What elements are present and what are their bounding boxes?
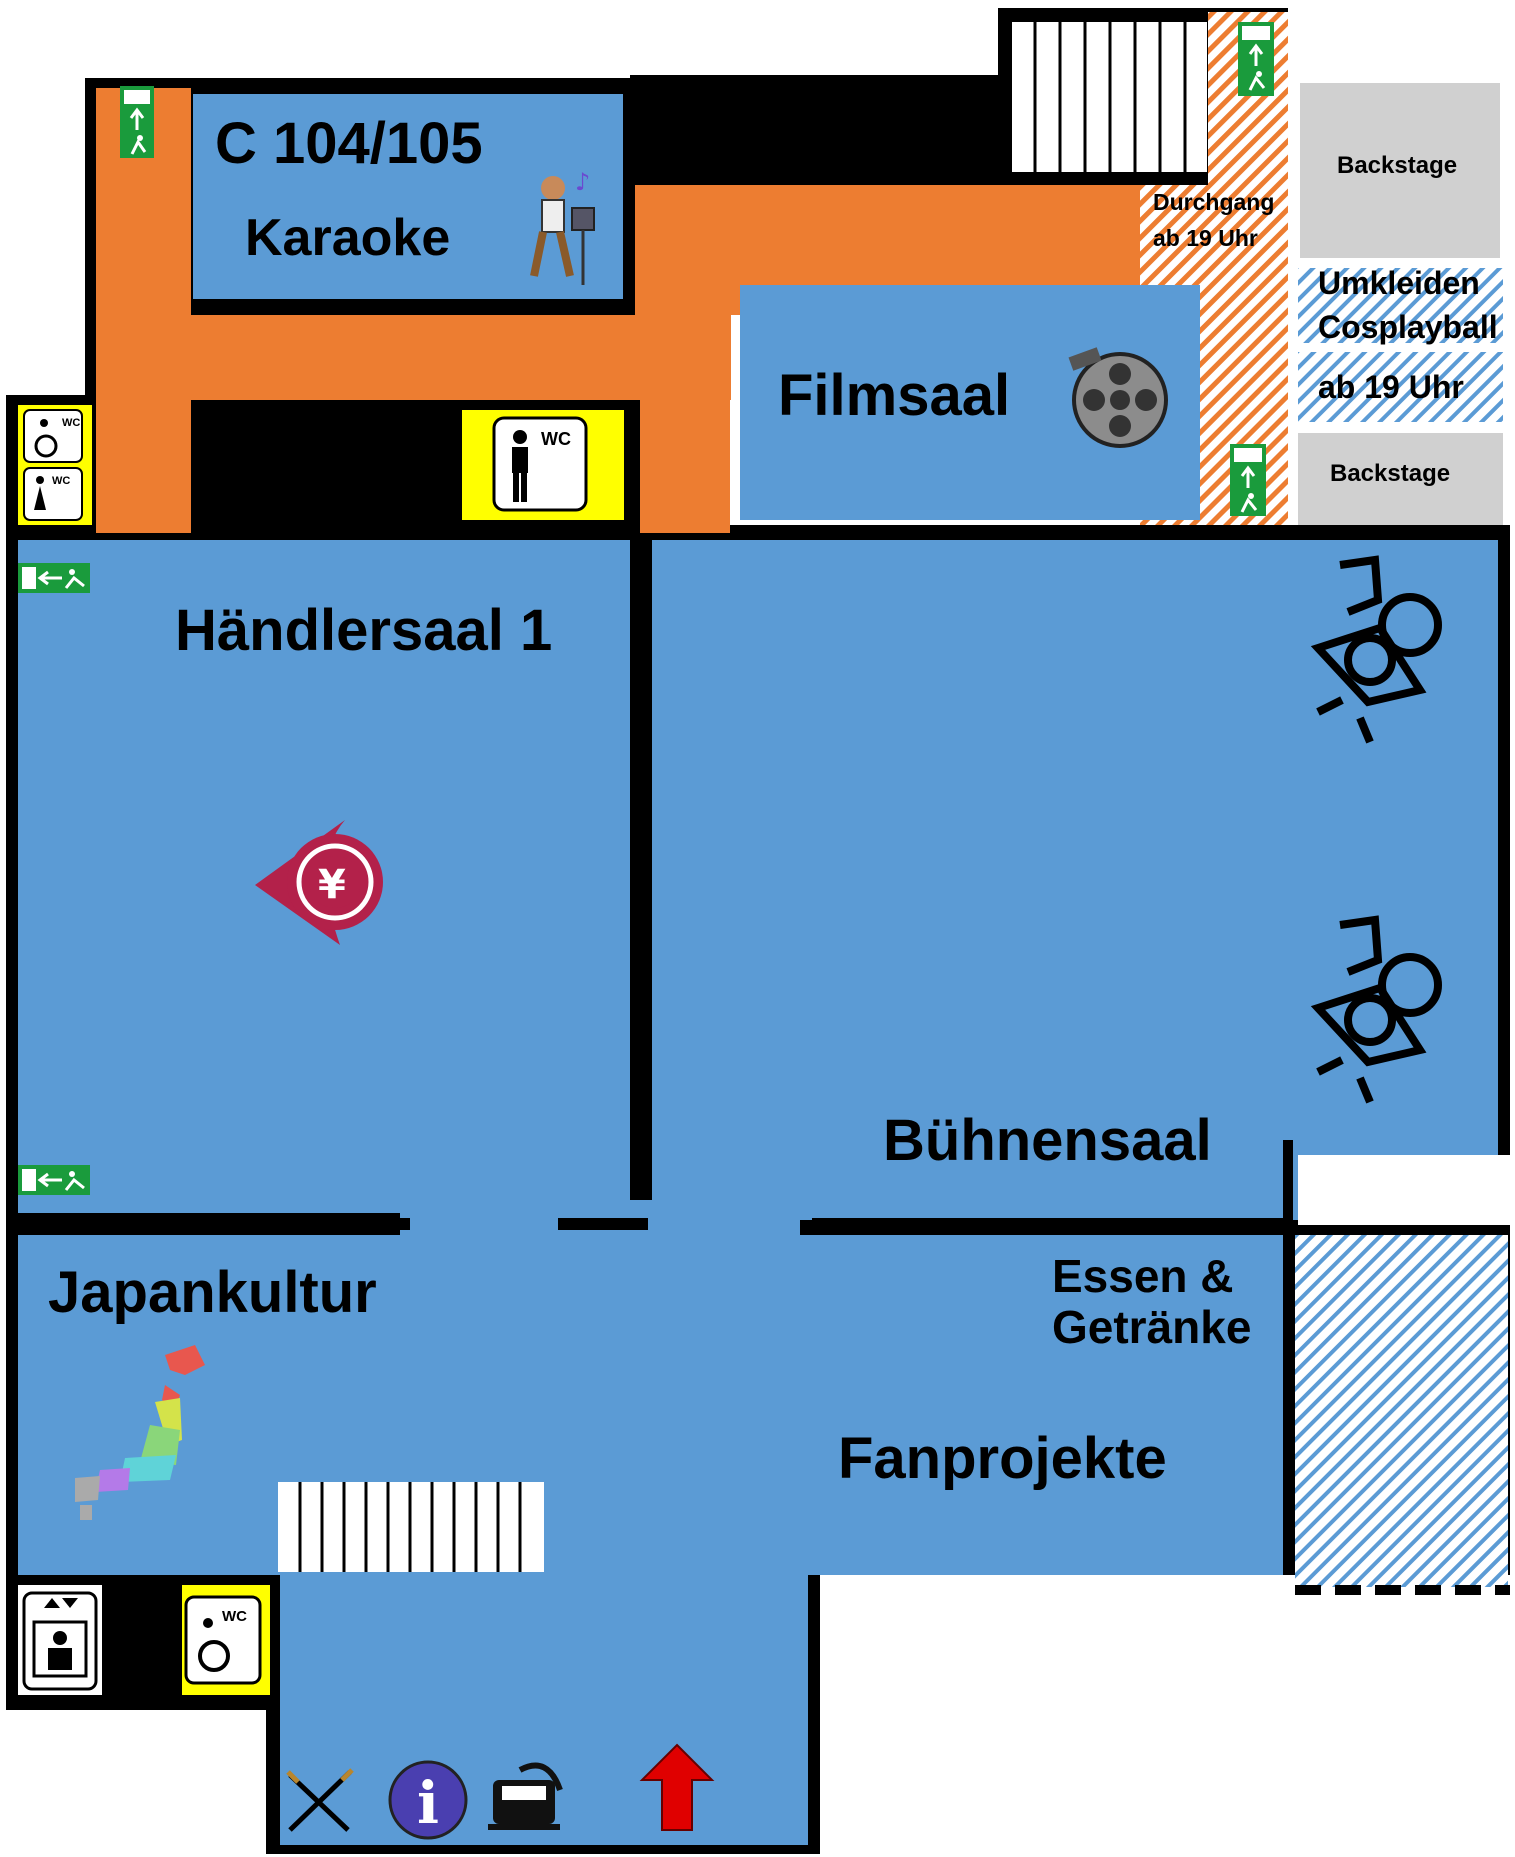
backstage-top-label: Backstage bbox=[1337, 152, 1457, 179]
svg-text:WC: WC bbox=[62, 417, 80, 429]
svg-text:♪: ♪ bbox=[575, 168, 590, 196]
emergency-exit-icon bbox=[120, 86, 154, 158]
wall-segment bbox=[558, 1218, 648, 1230]
japan-map-icon bbox=[75, 1345, 205, 1520]
outside-area-bottom-right bbox=[822, 1590, 1515, 1857]
emergency-exit-icon bbox=[18, 1165, 90, 1195]
outside-area-right bbox=[1298, 1155, 1515, 1225]
karaoke-room-code: C 104/105 bbox=[215, 111, 483, 176]
japankultur-label: Japankultur bbox=[48, 1260, 377, 1325]
stage-spotlight-icon bbox=[1310, 555, 1442, 744]
fanprojekte-label: Fanprojekte bbox=[838, 1426, 1167, 1491]
stairs-top bbox=[1012, 22, 1207, 172]
stairs-lower bbox=[278, 1482, 544, 1572]
info-icon: i bbox=[388, 1760, 468, 1840]
stage-spotlight-icon bbox=[1310, 915, 1442, 1104]
buehnensaal-label: Bühnensaal bbox=[883, 1108, 1212, 1173]
cash-register-icon bbox=[488, 1762, 563, 1830]
corridor-left-vertical bbox=[96, 88, 191, 533]
svg-text:WC: WC bbox=[222, 1608, 247, 1625]
wall-mass-top-mid bbox=[630, 75, 1010, 185]
room-lower-hall bbox=[18, 1235, 1283, 1575]
umkleiden-time-label: ab 19 Uhr bbox=[1318, 369, 1464, 405]
crossed-swords-icon bbox=[286, 1768, 354, 1832]
emergency-exit-icon bbox=[1238, 22, 1274, 96]
wc-accessible-icon-bottom: WC bbox=[184, 1595, 262, 1685]
room-backstage-top bbox=[1300, 83, 1500, 258]
room-backstage-bottom bbox=[1298, 433, 1503, 525]
karaoke-singer-icon: ♪ bbox=[530, 168, 595, 285]
emergency-exit-icon bbox=[18, 563, 90, 593]
svg-text:WC: WC bbox=[541, 429, 571, 449]
haendlersaal-label: Händlersaal 1 bbox=[175, 598, 552, 663]
room-umkleiden-time bbox=[1298, 352, 1503, 422]
room-lower-right-notch bbox=[1283, 1140, 1293, 1490]
entrance-arrow-icon bbox=[639, 1743, 715, 1831]
wc-women-icon: WC bbox=[23, 467, 83, 521]
film-reel-icon bbox=[1068, 347, 1168, 448]
wc-accessible-icon-left: WC bbox=[23, 409, 83, 463]
umkleiden-label-line2: Cosplayball bbox=[1318, 309, 1498, 345]
room-buehnensaal bbox=[652, 540, 1498, 1220]
wc-men-icon: WC bbox=[492, 416, 588, 512]
yen-currency-icon: ¥ bbox=[255, 820, 383, 945]
essen-label-line1: Essen & bbox=[1052, 1250, 1234, 1302]
room-umkleiden bbox=[1298, 268, 1503, 343]
essen-label-line2: Getränke bbox=[1052, 1301, 1251, 1353]
svg-text:i: i bbox=[417, 1769, 439, 1837]
elevator-icon bbox=[22, 1591, 98, 1691]
karaoke-room-label: Karaoke bbox=[245, 209, 450, 267]
emergency-exit-icon bbox=[1230, 444, 1266, 516]
corridor-right-vertical bbox=[640, 300, 730, 533]
svg-text:WC: WC bbox=[52, 475, 70, 487]
svg-text:¥: ¥ bbox=[318, 862, 346, 908]
corridor-horizontal-upper bbox=[96, 315, 731, 400]
durchgang-label-line2: ab 19 Uhr bbox=[1153, 225, 1258, 251]
durchgang-label-line1: Durchgang bbox=[1153, 189, 1274, 215]
filmsaal-label: Filmsaal bbox=[778, 363, 1010, 428]
wall-segment bbox=[812, 1218, 1292, 1230]
backstage-bottom-label: Backstage bbox=[1330, 460, 1450, 487]
umkleiden-label-line1: Umkleiden bbox=[1318, 265, 1480, 301]
wall-segment bbox=[6, 1218, 410, 1230]
hatched-blue-area bbox=[1295, 1235, 1508, 1587]
